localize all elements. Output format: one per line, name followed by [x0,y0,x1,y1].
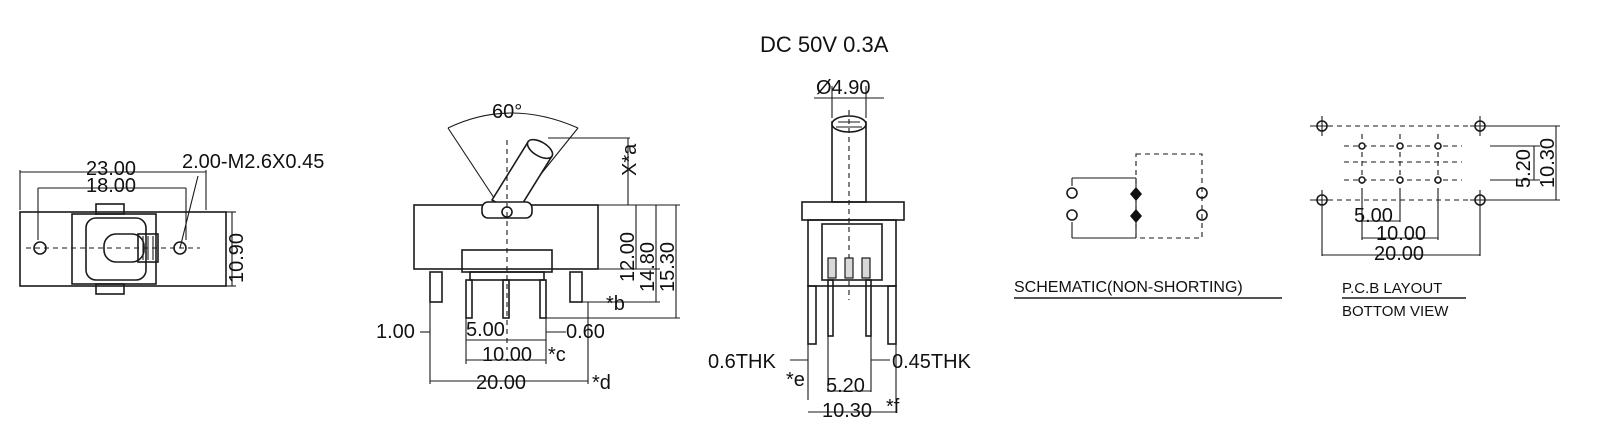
top-view: 23.00 18.00 2.00-M2.6X0.45 10.90 [19,151,324,295]
dim-14-label: 14.80 [637,242,659,292]
top-tab-top [95,203,125,215]
dim-10-label: 10.00 [482,344,532,366]
front-pin-left [827,279,834,337]
schematic: SCHEMATIC(NON-SHORTING) [1014,153,1282,299]
front-leg-left [807,285,817,345]
terminal-left-1 [1066,187,1078,199]
dim-thk-right: 0.45THK [892,351,972,373]
note-d: *d [592,372,611,394]
top-tab-bottom [95,283,125,295]
pcb-pad [1396,142,1404,150]
side-pin-3 [539,279,547,319]
front-pin-right [865,279,872,337]
side-pivot [481,201,533,219]
note-e: *e [786,369,805,391]
terminal-right-1 [1196,187,1208,199]
terminal-right-2 [1196,209,1208,221]
front-inner-housing [821,223,883,281]
dim-520-label: 5.20 [826,375,865,397]
schematic-dashed-box [1135,153,1203,239]
pcb-pad [1358,142,1366,150]
common-terminal-1 [1130,187,1142,201]
top-lever-grip [137,233,159,263]
side-pin-2 [502,279,510,319]
pcb-dim-10: 10.00 [1376,223,1426,245]
dim-23: 23.00 [86,158,136,180]
pcb-pad [1396,176,1404,184]
pcb-pad [1434,142,1442,150]
pcb-dim-20: 20.00 [1374,243,1424,265]
front-leg-right [887,285,897,345]
front-contact-1 [827,257,837,279]
pcb-dim-5: 5.00 [1354,205,1393,227]
angle-ray-left [447,127,503,211]
terminal-left-2 [1066,209,1078,221]
front-view: Ø4.90 0.6THK 0.45THK *e 5.20 10.30 *f [708,77,972,422]
front-body [807,219,897,287]
dim-12-label: 12.00 [617,232,639,282]
note-b: *b [606,293,625,315]
side-lever-tip [526,138,554,160]
pcb-layout: 5.00 10.00 20.00 5.20 10.30 P.C.B LAYOUT… [1310,116,1560,320]
rating-label: DC 50V 0.3A [760,32,889,57]
side-leg-right [569,271,583,303]
side-leg-left [429,271,443,303]
pcb-pad [1358,176,1366,184]
schematic-caption: SCHEMATIC(NON-SHORTING) [1014,279,1243,296]
dim-x-label: X*a [619,143,641,176]
top-actuator-housing [85,217,147,281]
side-pin-1 [465,279,473,319]
pcb-caption-2: BOTTOM VIEW [1342,303,1449,320]
dim-10-90: 10.90 [226,233,248,283]
note-f: *f [886,396,900,418]
dim-thk-left: 0.6THK [708,351,776,373]
dim-20-label: 20.00 [476,372,526,394]
dim-15-label: 15.30 [657,242,679,292]
dim-18: 18.00 [86,175,136,197]
dim-5-label: 5.00 [466,319,505,341]
dim-1030-label: 10.30 [822,400,872,422]
screw-leader [179,175,199,249]
pcb-dim-520: 5.20 [1513,149,1535,188]
top-view-body [19,211,227,287]
note-c: *c [548,344,566,366]
side-view: 60° X*a 12.00 14.80 15.30 *b [376,101,680,394]
front-contact-3 [861,257,871,279]
top-lever [103,233,145,263]
angle-arc [447,112,579,129]
pcb-dim-1030: 10.30 [1537,138,1559,188]
pcb-caption-1: P.C.B LAYOUT [1342,280,1442,297]
dim-screw: 2.00-M2.6X0.45 [182,151,324,173]
pcb-pad [1434,176,1442,184]
dim-1-label: 1.00 [376,321,415,343]
dim-060-label: 0.60 [566,321,605,343]
front-top-frame [801,201,905,221]
front-lever [831,121,867,203]
angle-label: 60° [492,101,522,123]
common-terminal-2 [1130,209,1142,223]
dim-diameter: Ø4.90 [816,77,870,99]
front-contact-2 [844,257,854,279]
